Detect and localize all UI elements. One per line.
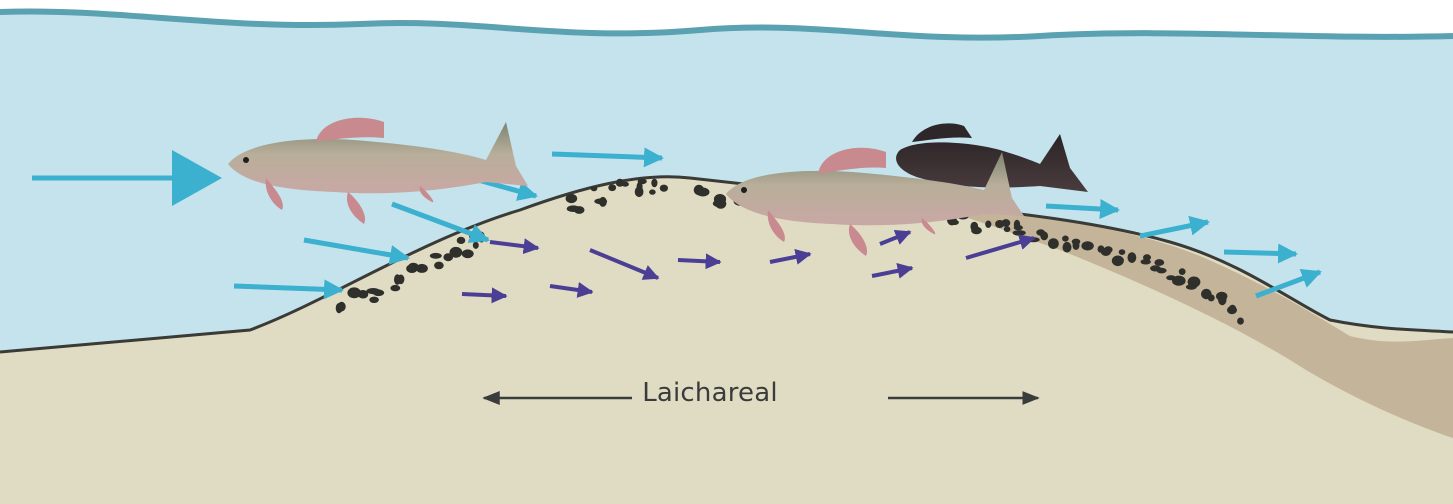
gravel-stone	[995, 220, 1004, 228]
gravel-stone	[1128, 252, 1137, 263]
gravel-stone	[1186, 284, 1197, 289]
gravel-stone	[591, 186, 598, 191]
gravel-stone	[462, 249, 474, 258]
gravel-stone	[457, 237, 466, 244]
gravel-stone	[1081, 241, 1093, 250]
gravel-stone	[1179, 268, 1186, 275]
gravel-stone	[594, 198, 607, 204]
gravel-stone	[373, 290, 384, 297]
gravel-stone	[1216, 292, 1227, 301]
gravel-stone	[950, 220, 959, 225]
gravel-stone	[347, 287, 361, 298]
gravel-stone	[1048, 238, 1059, 249]
flow-arrow-icon	[462, 294, 506, 296]
gravel-stone	[1013, 230, 1026, 236]
gravel-stone	[473, 242, 479, 249]
gravel-stone	[1040, 232, 1048, 241]
gravel-stone	[450, 247, 463, 258]
gravel-stone	[971, 227, 982, 234]
gravel-stone	[369, 297, 379, 303]
gravel-stone	[1141, 259, 1151, 264]
gravel-stone	[1157, 268, 1167, 274]
gravel-stone	[660, 185, 668, 192]
gravel-stone	[651, 179, 657, 188]
gravel-stone	[338, 302, 346, 312]
gravel-stone	[1014, 225, 1023, 230]
gravel-stone	[1101, 248, 1111, 256]
spawning-area-label: Laichareal	[560, 378, 860, 408]
gravel-stone	[1004, 226, 1011, 232]
gravel-stone	[985, 221, 991, 228]
gravel-stone	[715, 199, 726, 209]
gravel-stone	[434, 262, 444, 270]
gravel-stone	[608, 184, 616, 191]
flow-arrow-icon	[678, 260, 720, 262]
gravel-stone	[430, 253, 442, 259]
gravel-stone	[566, 194, 578, 203]
gravel-stone	[1237, 318, 1244, 325]
gravel-stone	[1172, 276, 1186, 286]
gravel-stone	[1063, 242, 1072, 253]
flow-arrow-icon	[1224, 252, 1296, 254]
gravel-stone	[1114, 257, 1124, 263]
gravel-stone	[1073, 241, 1080, 250]
gravel-stone	[635, 187, 644, 198]
gravel-stone	[649, 189, 656, 194]
gravel-stone	[406, 264, 417, 273]
gravel-stone	[696, 188, 709, 197]
gravel-stone	[1119, 249, 1126, 255]
gravel-stone	[1062, 236, 1069, 242]
gravel-stone	[1229, 305, 1236, 312]
gravel-stone	[567, 205, 580, 212]
gravel-stone	[1208, 294, 1215, 301]
gravel-stone	[390, 285, 400, 291]
gravel-stone	[394, 274, 401, 285]
gravel-stone	[1154, 259, 1164, 266]
gravel-stone	[622, 182, 629, 187]
